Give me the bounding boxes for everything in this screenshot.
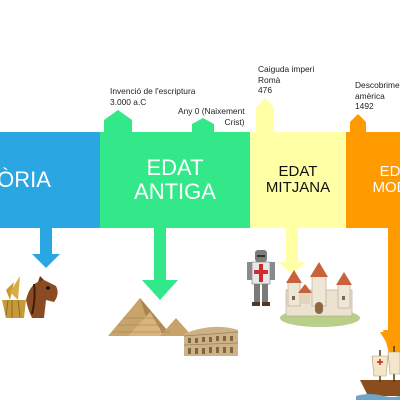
band-prehistory-label: ÒRIA <box>0 167 51 193</box>
event-writing-date: 3.000 a.C <box>110 96 147 107</box>
knight-icon <box>247 250 275 306</box>
event-year-zero-title: Any 0 (Naixement <box>178 106 245 116</box>
band-modern-label-line2: MODE <box>372 179 400 196</box>
event-america-subtitle: amèrica <box>355 90 385 101</box>
arrow-modern <box>380 228 400 345</box>
event-america: Descobrime amèrica 1492 <box>355 80 400 112</box>
band-medieval-label-line1: EDAT <box>278 162 318 180</box>
event-rome-date: 476 <box>258 85 272 95</box>
colosseum-icon <box>183 326 239 356</box>
event-writing-title: Invenció de l'escriptura <box>110 86 196 96</box>
arrow-ancient <box>142 228 178 300</box>
ship-icon <box>356 346 400 400</box>
event-writing: Invenció de l'escriptura 3.000 a.C <box>110 86 195 107</box>
castle-icon <box>280 262 360 327</box>
band-modern: EDA MODE <box>346 132 400 228</box>
band-ancient-label-line1: EDAT <box>146 155 204 181</box>
event-rome-title: Caiguda imperi <box>258 64 315 74</box>
band-medieval: EDAT MITJANA <box>250 132 346 228</box>
arrow-medieval <box>278 228 306 274</box>
arrow-prehistory <box>32 228 60 268</box>
marker-year-zero <box>192 118 214 132</box>
band-medieval-label-line2: MITJANA <box>265 179 331 196</box>
marker-writing <box>104 110 132 132</box>
event-year-zero: Any 0 (Naixement Crist) <box>178 106 245 127</box>
event-rome-subtitle: Romà <box>258 74 281 85</box>
event-america-title: Descobrime <box>355 80 400 90</box>
marker-america <box>350 114 366 132</box>
band-modern-label-line1: EDA <box>379 162 400 180</box>
event-america-date: 1492 <box>355 101 374 111</box>
event-rome: Caiguda imperi Romà 476 <box>258 64 314 96</box>
band-prehistory: ÒRIA <box>0 132 100 228</box>
horse-and-wheat-icon <box>2 276 58 318</box>
event-year-zero-subtitle: Crist) <box>224 116 245 127</box>
marker-rome <box>256 98 274 132</box>
band-ancient: EDAT ANTIGA <box>100 132 250 228</box>
pyramids-icon <box>108 298 192 336</box>
band-ancient-label-line2: ANTIGA <box>134 179 216 204</box>
